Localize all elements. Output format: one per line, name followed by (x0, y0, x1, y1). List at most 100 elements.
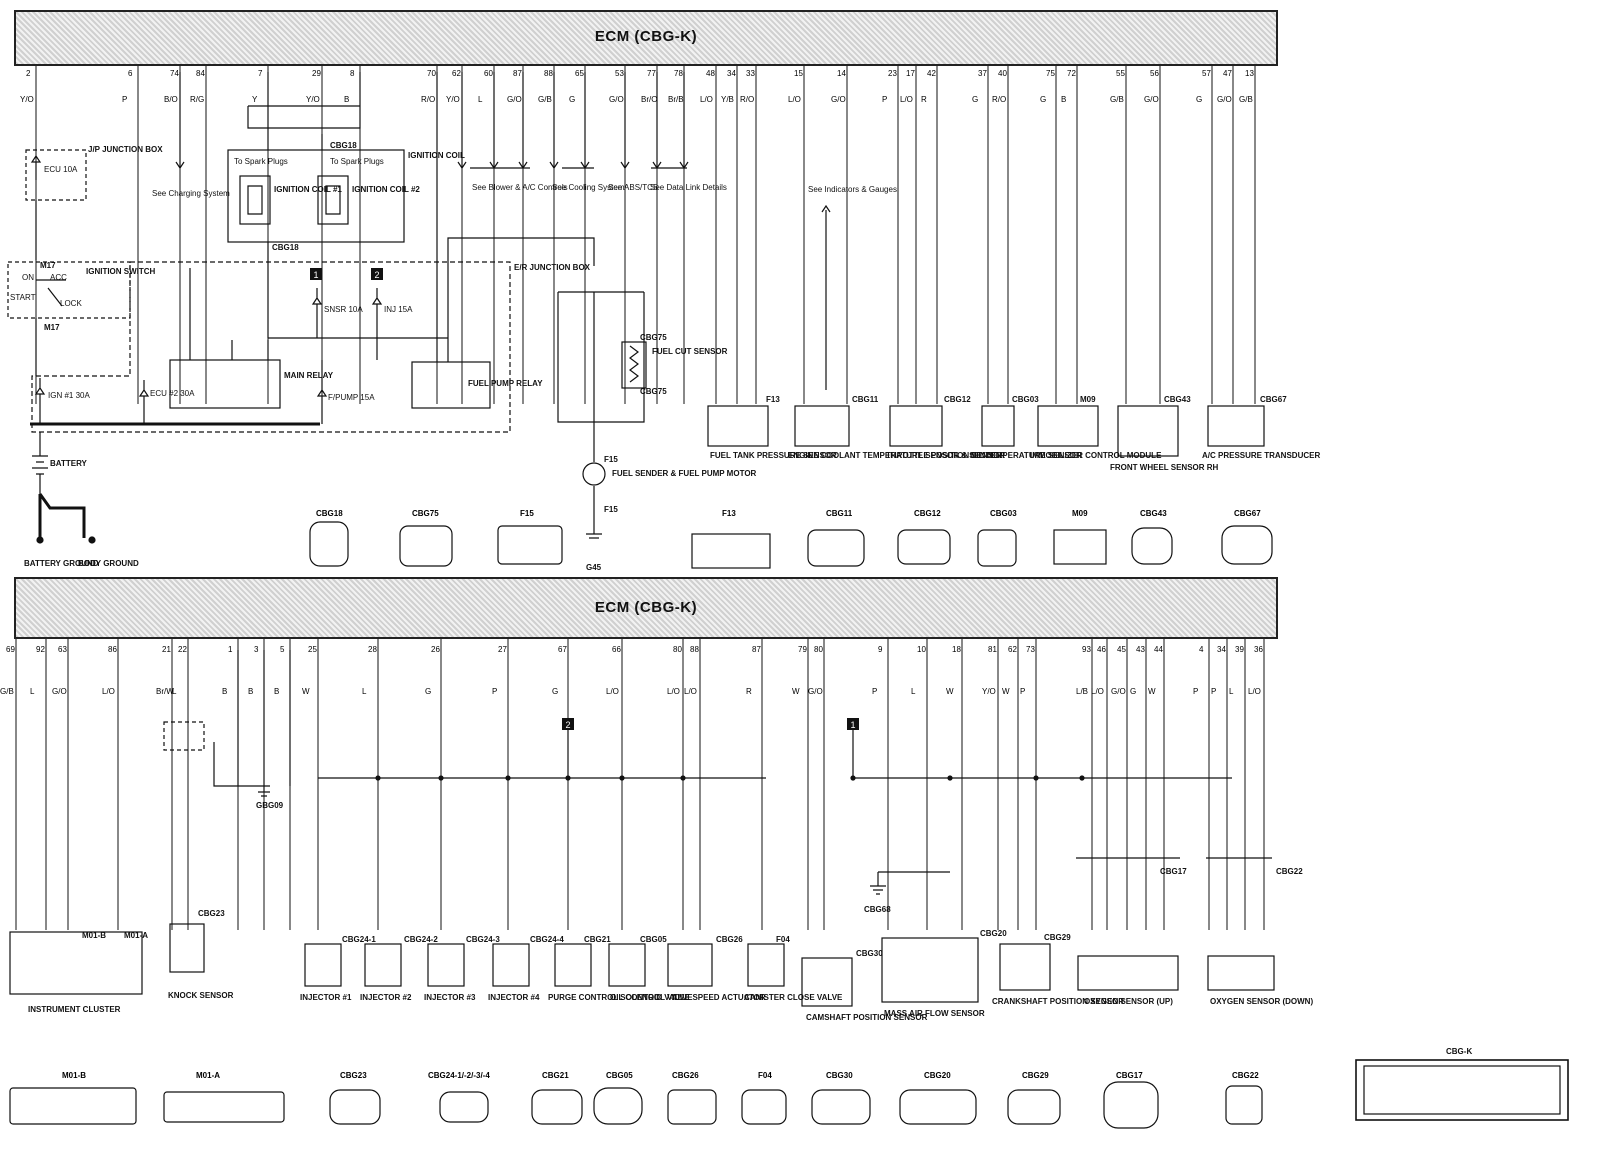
cbg43-face (1131, 527, 1173, 565)
cbg30-face (811, 1089, 871, 1125)
cbg29-face (1007, 1089, 1061, 1125)
top-pin-number-32: 13 (1245, 69, 1254, 78)
bottom-wire-color-30: W (1148, 687, 1156, 696)
cbg21-face (531, 1089, 583, 1125)
diagram-labels: J/P JUNCTION BOX ECU 10A See Charging Sy… (10, 141, 1472, 1056)
top-wire-color-11: G/B (538, 95, 552, 104)
top-wire-color-13: G/O (609, 95, 624, 104)
bottom-wire-color-25: P (1020, 687, 1025, 696)
top-pin-number-28: 55 (1116, 69, 1125, 78)
main-relay-symbol (169, 359, 281, 409)
canister-valve-box (747, 943, 785, 987)
injector-4-box (492, 943, 530, 987)
to-spark-plugs-2-label: To Spark Plugs (330, 157, 384, 166)
bottom-ecm-wires: 69G/B92L63G/O86L/O21Br/W22L1B3B5B25W28L2… (0, 639, 1265, 930)
top-pin-number-21: 23 (888, 69, 897, 78)
ignition-switch-label: IGNITION SWITCH (86, 267, 156, 276)
coolant-sensor-box (794, 405, 850, 447)
cbg18-bottom-label: CBG18 (272, 243, 299, 252)
inj-fuse-label: INJ 15A (384, 305, 413, 314)
bottom-wire-color-19: G/O (808, 687, 823, 696)
top-wire-color-25: R/O (992, 95, 1006, 104)
top-wire-color-1: P (122, 95, 127, 104)
m01a-face (163, 1091, 285, 1123)
cbg75-bottom-label: CBG75 (640, 387, 667, 396)
f13-label: F13 (766, 395, 780, 404)
er-junction-box-label: E/R JUNCTION BOX (514, 263, 591, 272)
throttle-sensor-box (889, 405, 943, 447)
cbg24-1-label: CBG24-1 (342, 935, 376, 944)
immobilizer-box (1037, 405, 1099, 447)
top-wire-color-3: R/G (190, 95, 204, 104)
top-wire-color-8: Y/O (446, 95, 460, 104)
g45-label: G45 (586, 563, 602, 572)
row2-connector-caption-1: M01-A (196, 1071, 220, 1080)
idle-speed-actuator-label: IDLE SPEED ACTUATOR (672, 993, 766, 1002)
bottom-pin-number-19: 80 (814, 645, 823, 654)
bottom-wire-color-18: W (792, 687, 800, 696)
switch-on-label: ON (22, 273, 34, 282)
throttle-sensor-label: THROTTLE POSITION SENSOR (886, 451, 1005, 460)
bottom-wire-color-1: L (30, 687, 35, 696)
bottom-wire-color-34: L/O (1248, 687, 1261, 696)
top-wire-color-18: R/O (740, 95, 754, 104)
bottom-wire-color-14: L/O (606, 687, 619, 696)
cbgk-connector (1355, 1059, 1569, 1121)
snsr-fuse-label: SNSR 10A (324, 305, 363, 314)
battery-label: BATTERY (50, 459, 88, 468)
cbg17-label: CBG17 (1160, 867, 1187, 876)
crankshaft-sensor-box (999, 943, 1051, 991)
bottom-pin-number-8: 5 (280, 645, 285, 654)
cbg03-face (977, 529, 1017, 567)
top-wire-color-4: Y (252, 95, 258, 104)
wheel-sensor-box (1117, 405, 1179, 457)
cbg30-label: CBG30 (856, 949, 883, 958)
body-ground-label: BODY GROUND (78, 559, 139, 568)
bottom-wire-color-33: L (1229, 687, 1234, 696)
er-junction-box (31, 261, 511, 433)
camshaft-sensor-box (801, 957, 853, 1007)
top-pin-number-12: 65 (575, 69, 584, 78)
bottom-wire-color-28: G/O (1111, 687, 1126, 696)
top-pin-number-27: 72 (1067, 69, 1076, 78)
top-pin-number-31: 47 (1223, 69, 1232, 78)
fuel-cut-sensor-symbol (621, 341, 647, 389)
cbg26-label: CBG26 (716, 935, 743, 944)
bottom-pin-number-7: 3 (254, 645, 259, 654)
tag-2b-marker (562, 718, 574, 730)
tag-1b-marker (847, 718, 859, 730)
bottom-wire-color-4: Br/W (156, 687, 174, 696)
row1-connector-caption-1: CBG75 (412, 509, 439, 518)
top-pin-number-2: 74 (170, 69, 179, 78)
cbg11-label: CBG11 (852, 395, 879, 404)
top-pin-number-6: 8 (350, 69, 355, 78)
bottom-pin-number-22: 18 (952, 645, 961, 654)
switch-acc-label: ACC (50, 273, 67, 282)
cbg03-label: CBG03 (1012, 395, 1039, 404)
cbg24-2-label: CBG24-2 (404, 935, 438, 944)
bottom-pin-number-33: 39 (1235, 645, 1244, 654)
cbg75-face (399, 525, 453, 567)
bottom-pin-number-31: 4 (1199, 645, 1204, 654)
bottom-pin-number-2: 63 (58, 645, 67, 654)
cbg24-3-label: CBG24-3 (466, 935, 500, 944)
cbg68-label: CBG68 (864, 905, 891, 914)
oil-temp-sensor-box (981, 405, 1015, 447)
f15-top-label: F15 (604, 455, 618, 464)
ecm-banner-bottom: ECM (CBG-K) (14, 577, 1278, 639)
bottom-pin-number-27: 46 (1097, 645, 1106, 654)
bottom-pin-number-25: 73 (1026, 645, 1035, 654)
row1-connector-caption-6: CBG03 (990, 509, 1017, 518)
ecm-title-bottom: ECM (CBG-K) (594, 599, 698, 616)
bottom-pin-number-5: 22 (178, 645, 187, 654)
top-pin-number-23: 42 (927, 69, 936, 78)
fuel-cut-sensor-label: FUEL CUT SENSOR (652, 347, 728, 356)
bottom-wire-color-5: L (172, 687, 177, 696)
m17-bottom-label: M17 (44, 323, 60, 332)
top-pin-number-25: 40 (998, 69, 1007, 78)
cbg05-face (593, 1087, 643, 1125)
main-relay-label: MAIN RELAY (284, 371, 334, 380)
